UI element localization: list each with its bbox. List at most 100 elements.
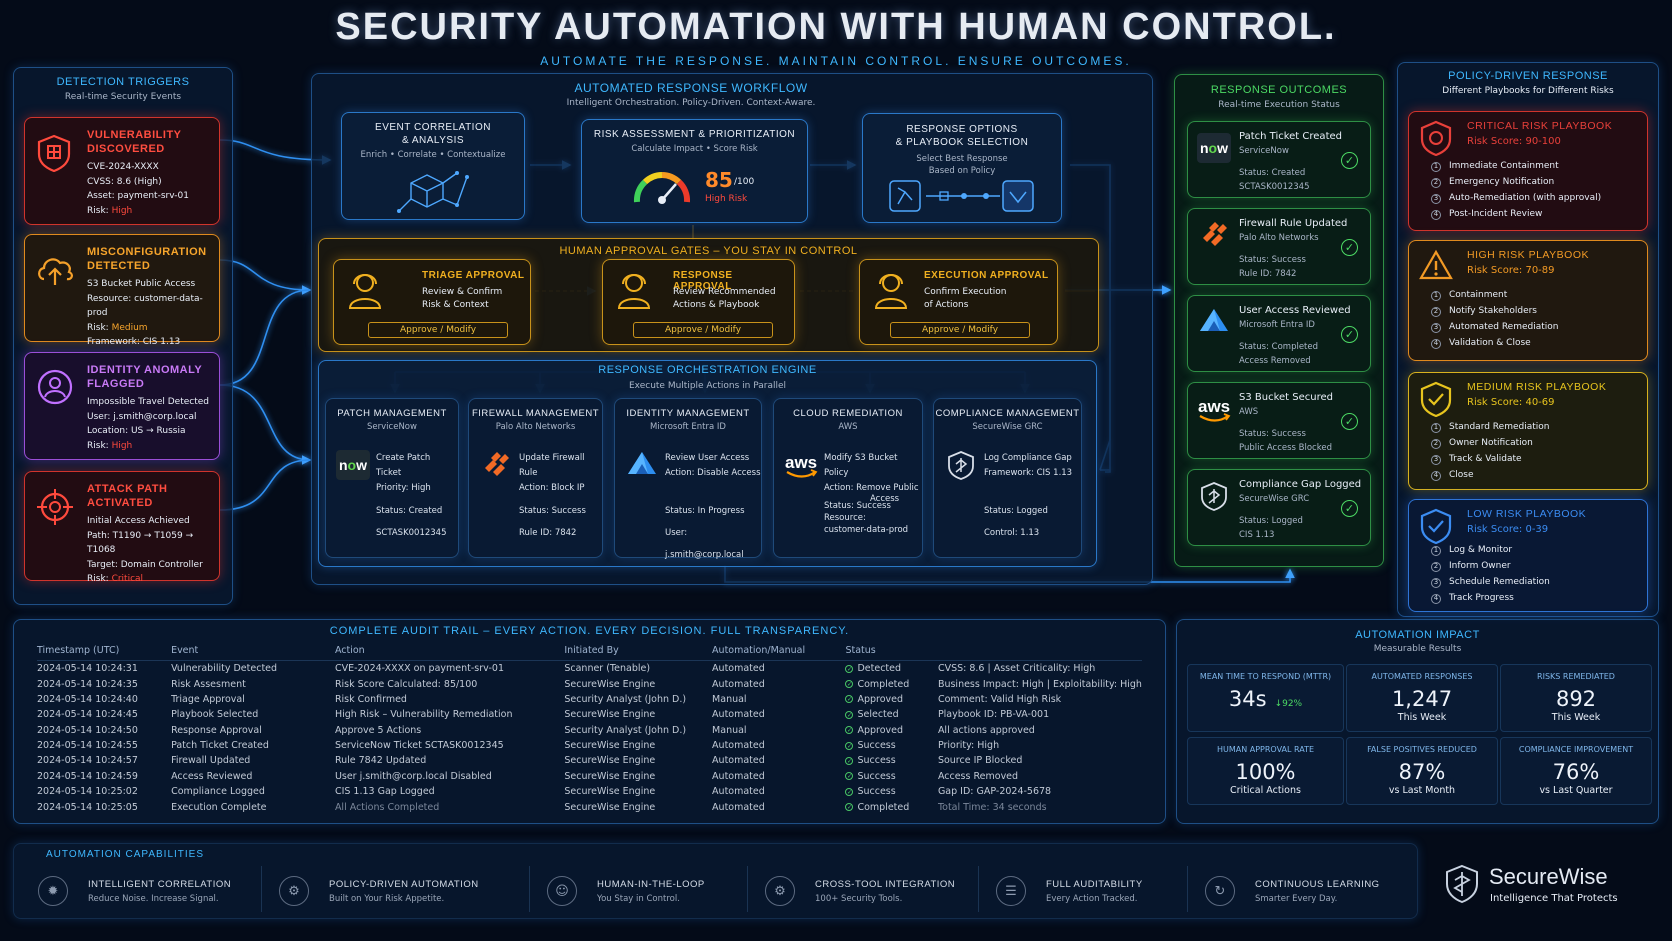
audit-status-text: Success: [857, 770, 896, 782]
engine-card-title: IDENTITY MANAGEMENT: [626, 408, 750, 419]
engine-status: Status: Success: [519, 506, 586, 516]
approval-gates-title: HUMAN APPROVAL GATES – YOU STAY IN CONTR…: [559, 245, 858, 257]
capability-title: CROSS-TOOL INTEGRATION: [815, 878, 956, 890]
playbook-step: Notify Stakeholders: [1449, 306, 1538, 316]
playbook-step: Track & Validate: [1449, 454, 1522, 464]
approve-modify-button[interactable]: Approve / Modify: [368, 322, 508, 338]
event-correlation-card[interactable]: EVENT CORRELATION& ANALYSIS Enrich • Cor…: [341, 112, 525, 220]
metric-label: MEAN TIME TO RESPOND (MTTR): [1199, 672, 1332, 681]
metric-label: COMPLIANCE IMPROVEMENT: [1518, 745, 1634, 754]
trigger-detail: Initial Access Achieved: [87, 516, 190, 526]
trigger-detail: Location: US → Russia: [87, 426, 186, 436]
response-options-card[interactable]: RESPONSE OPTIONS& PLAYBOOK SELECTION Sel…: [862, 113, 1062, 223]
impact-title: AUTOMATION IMPACT: [1355, 629, 1480, 641]
paloalto-logo-icon: [1203, 222, 1227, 246]
gate-desc: of Actions: [924, 300, 969, 310]
capability-title: INTELLIGENT CORRELATION: [88, 878, 232, 890]
gate-title: EXECUTION APPROVAL: [924, 270, 1049, 281]
trigger-detail: Asset: payment-srv-01: [87, 191, 190, 201]
engine-card-title: PATCH MANAGEMENT: [337, 408, 447, 419]
audit-cell: Compliance Logged: [171, 786, 265, 798]
audit-status: ✓Completed: [845, 676, 937, 691]
brain-icon: ✹: [38, 876, 68, 906]
playbook-flow-icon: [889, 180, 1034, 212]
capability-divider: [261, 866, 262, 912]
audit-cell: Automated: [712, 663, 765, 675]
gate-desc: Review Recommended: [673, 287, 776, 297]
status-check-icon: ✓: [845, 695, 854, 704]
detection-triggers-title: DETECTION TRIGGERS: [56, 76, 190, 88]
engine-action: Modify S3 Bucket Policy: [824, 453, 898, 478]
trigger-title-line2: DISCOVERED: [87, 143, 165, 155]
entra-logo-icon: [628, 452, 656, 474]
analyst-icon: [617, 274, 651, 309]
gate-desc: Confirm Execution: [924, 287, 1007, 297]
outcome-vendor: AWS: [1239, 407, 1259, 417]
outcome-status: Status: Logged: [1239, 516, 1303, 526]
audit-cell: ServiceNow Ticket SCTASK0012345: [334, 740, 504, 752]
outcome-status-detail: Public Access Blocked: [1239, 443, 1332, 453]
audit-cell: CVE-2024-XXXX on payment-srv-01: [334, 663, 505, 675]
audit-status-text: Success: [857, 786, 896, 798]
capability-divider: [1187, 866, 1188, 912]
capabilities-panel: [13, 843, 1418, 919]
execution-approval-gate[interactable]: EXECUTION APPROVAL Confirm Execution of A…: [859, 259, 1058, 345]
capability-title: HUMAN-IN-THE-LOOP: [597, 878, 705, 890]
approve-modify-button[interactable]: Approve / Modify: [633, 322, 773, 338]
status-check-icon: ✓: [845, 756, 854, 765]
outcome-vendor: SecureWise GRC: [1239, 494, 1310, 504]
approve-modify-button[interactable]: Approve / Modify: [890, 322, 1030, 338]
risk-gauge-icon: [633, 172, 691, 204]
outcome-title: Patch Ticket Created: [1239, 131, 1342, 142]
outcome-title: Compliance Gap Logged: [1239, 479, 1362, 490]
risk-assessment-card[interactable]: RISK ASSESSMENT & PRIORITIZATION Calcula…: [581, 119, 808, 223]
page-title: SECURITY AUTOMATION WITH HUMAN CONTROL.: [335, 6, 1337, 48]
engine-card-title: CLOUD REMEDIATION: [793, 408, 903, 419]
risk-level-label: High Risk: [705, 194, 748, 204]
audit-cell: 2024-05-14 10:24:31: [37, 663, 138, 675]
playbook-title: LOW RISK PLAYBOOK: [1467, 508, 1587, 520]
audit-cell: Automated: [712, 740, 765, 752]
engine-status: Status: Success: [824, 501, 891, 511]
policy-title: POLICY-DRIVEN RESPONSE: [1448, 70, 1608, 82]
shield-check-icon: [1420, 508, 1452, 545]
step-number: 1: [1431, 545, 1441, 556]
audit-cell: 2024-05-14 10:25:02: [37, 786, 138, 798]
audit-cell: 2024-05-14 10:24:59: [37, 770, 138, 782]
outcome-title: S3 Bucket Secured: [1239, 392, 1333, 403]
engine-card-title: FIREWALL MANAGEMENT: [471, 408, 600, 419]
step-number: 4: [1431, 209, 1441, 220]
